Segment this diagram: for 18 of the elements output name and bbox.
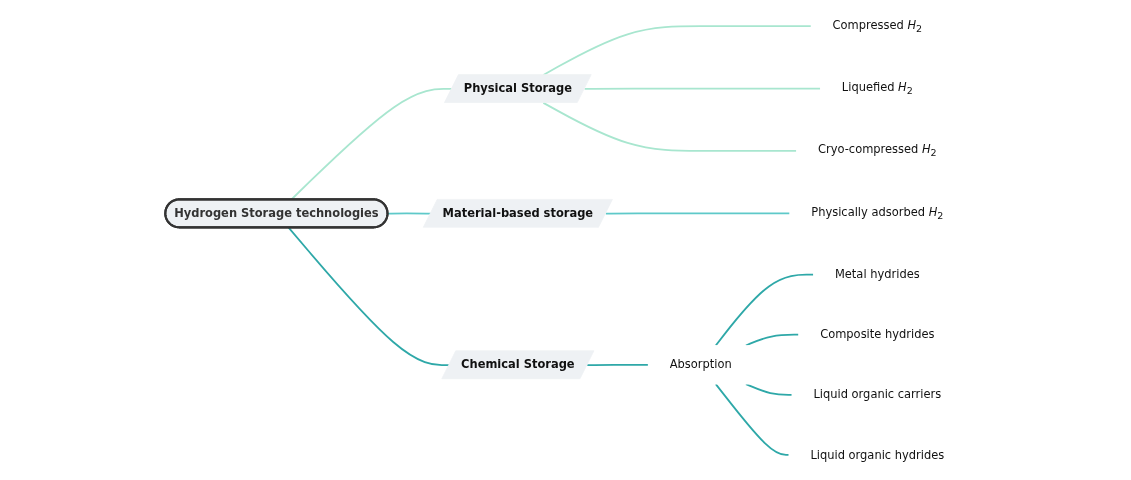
connector [542,102,798,152]
node-text: Compressed H$_{2}$ [832,17,923,34]
node-text: Liquefied H$_{2}$ [841,80,913,97]
connector [714,273,815,347]
connector [583,87,822,90]
node-text: Metal hydrides [834,267,920,282]
connector [586,363,650,367]
connector [604,212,791,215]
connector [542,25,812,76]
connector [745,333,800,347]
node-text: Composite hydrides [820,327,935,342]
connector [745,383,793,396]
connector [714,383,790,456]
node-text: Liquid organic carriers [813,387,942,402]
node-text: Physically adsorbed H$_{2}$ [811,205,944,221]
node-text: Liquid organic hydrides [810,447,945,462]
node-text: Cryo-compressed H$_{2}$ [818,142,937,159]
node-text: Absorption [669,357,732,372]
